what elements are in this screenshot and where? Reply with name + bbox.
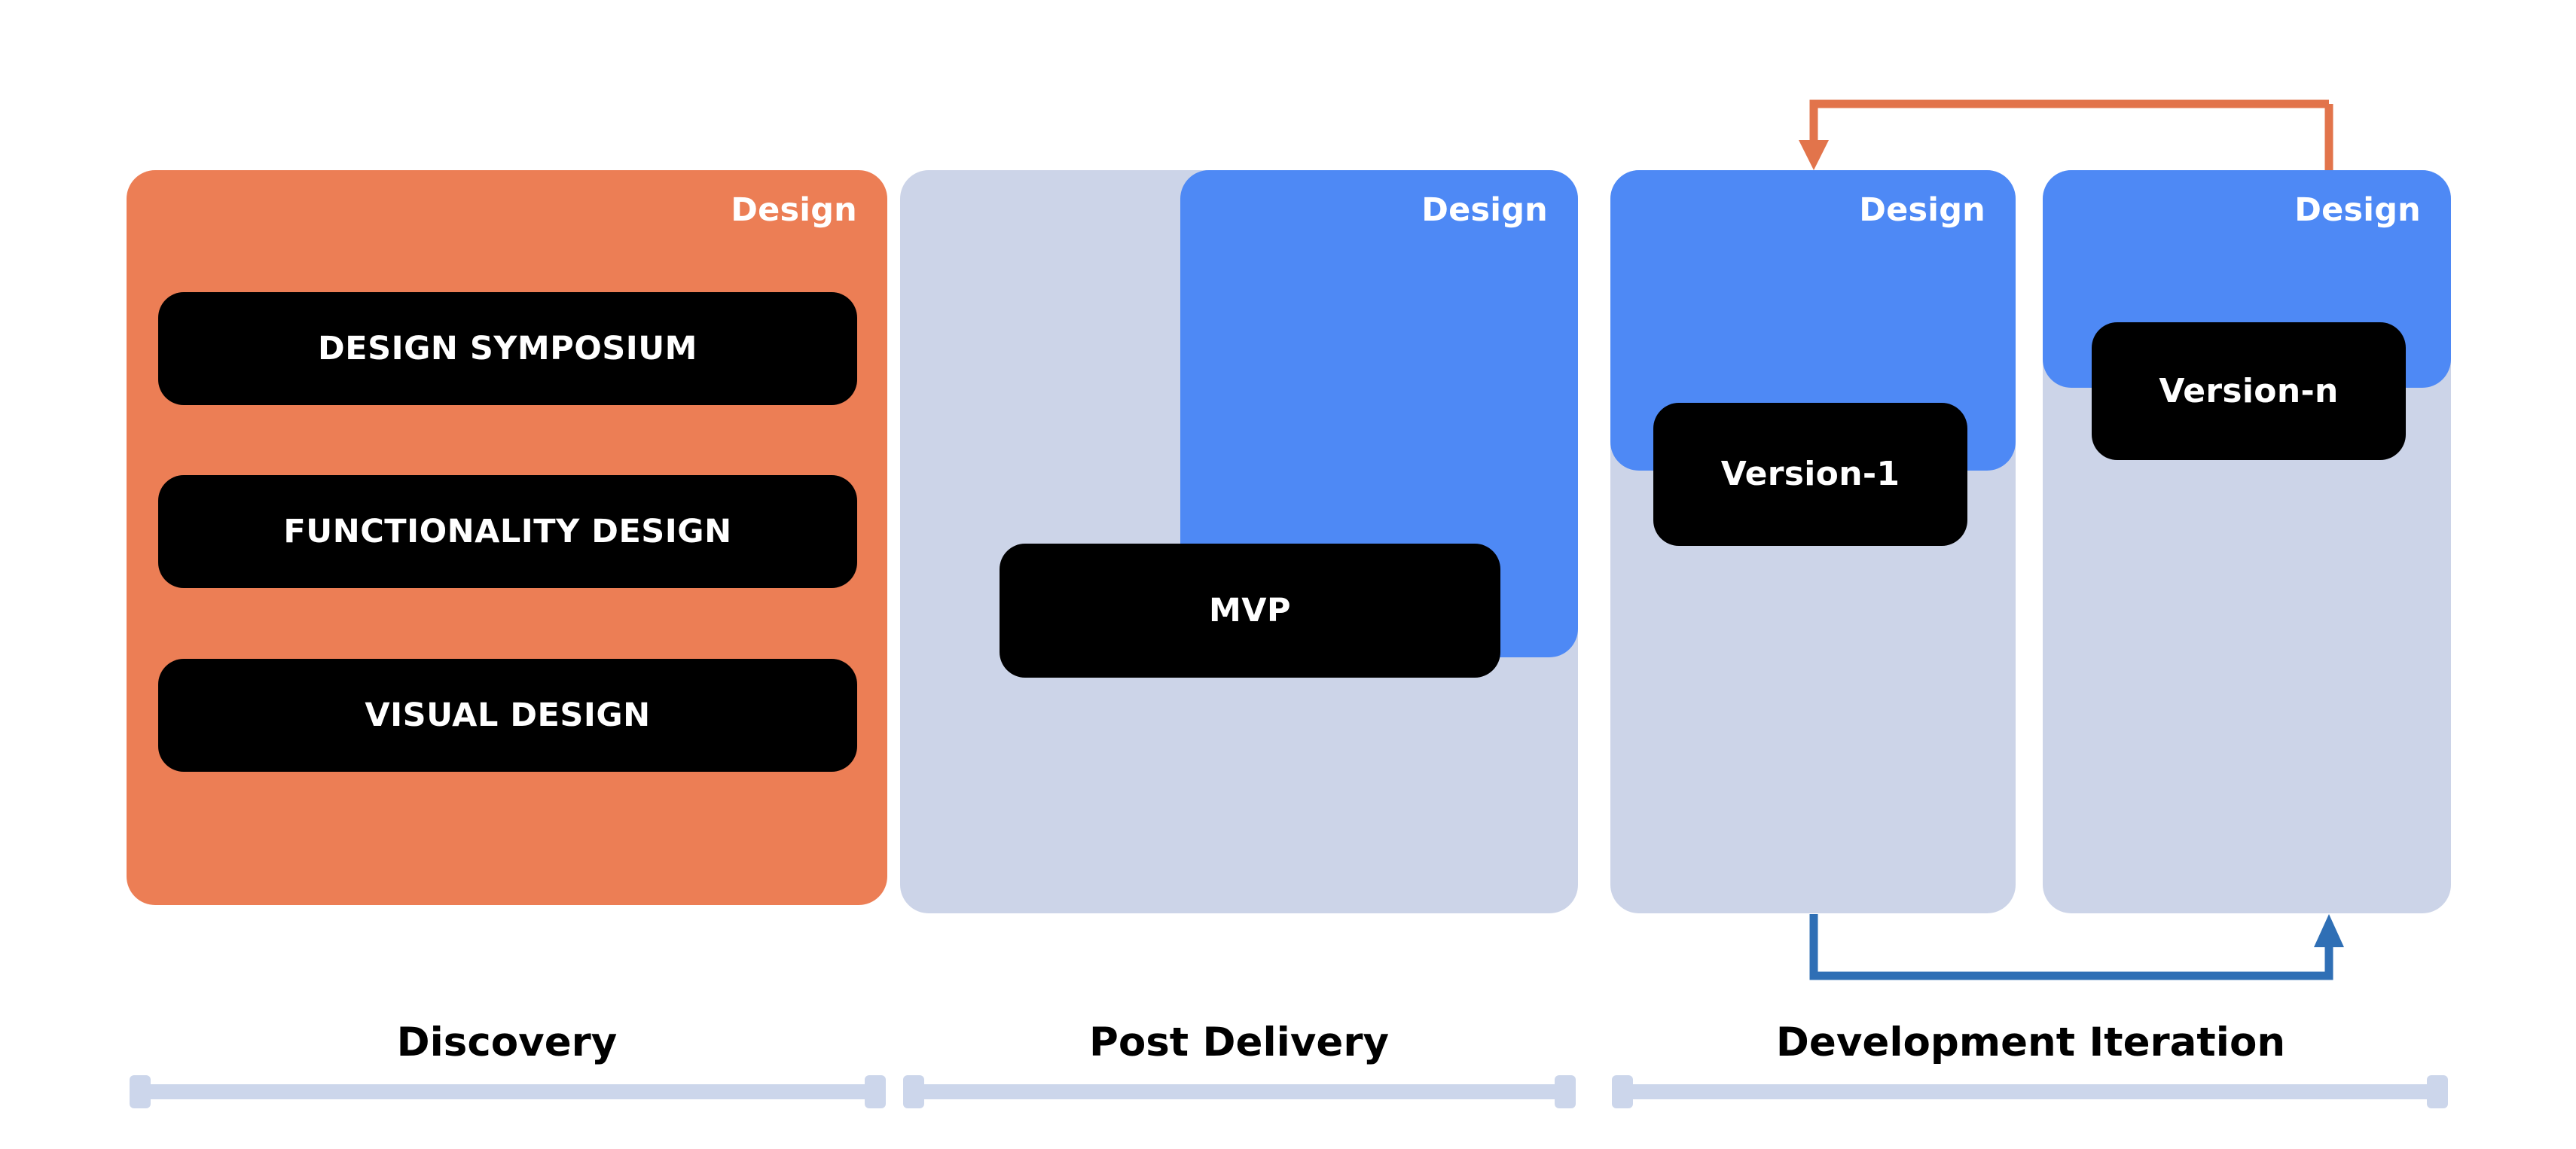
rail-discovery-cap-start[interactable] xyxy=(130,1075,151,1108)
rail-discovery[interactable] xyxy=(133,1084,886,1099)
chip-version-n-label: Version-n xyxy=(2159,371,2339,410)
chip-mvp[interactable]: MVP xyxy=(1000,544,1500,678)
section-label-post-delivery: Post Delivery xyxy=(1088,1019,1390,1065)
panel-discovery-header-label: Design xyxy=(731,191,857,229)
rail-post-delivery-cap-start[interactable] xyxy=(903,1075,924,1108)
chip-visual-design-label: VISUAL DESIGN xyxy=(365,696,651,734)
chip-version-n[interactable]: Version-n xyxy=(2092,322,2406,460)
rail-development-iteration-cap-end[interactable] xyxy=(2427,1075,2448,1108)
rail-post-delivery-cap-end[interactable] xyxy=(1555,1075,1576,1108)
rail-post-delivery[interactable] xyxy=(908,1084,1574,1099)
rail-development-iteration-cap-start[interactable] xyxy=(1612,1075,1633,1108)
rail-development-iteration[interactable] xyxy=(1616,1084,2445,1099)
chip-design-symposium-label: DESIGN SYMPOSIUM xyxy=(318,329,697,367)
chip-functionality-design[interactable]: FUNCTIONALITY DESIGN xyxy=(158,475,857,588)
chip-version-1[interactable]: Version-1 xyxy=(1653,403,1967,546)
iteration-loop-bottom-arrow xyxy=(1809,914,2344,980)
panel-post-delivery-header-label: Design xyxy=(1421,191,1548,229)
chip-version-1-label: Version-1 xyxy=(1720,455,1900,493)
chip-visual-design[interactable]: VISUAL DESIGN xyxy=(158,659,857,772)
chip-mvp-label: MVP xyxy=(1208,591,1292,629)
section-label-discovery: Discovery xyxy=(396,1019,618,1065)
chip-design-symposium[interactable]: DESIGN SYMPOSIUM xyxy=(158,292,857,405)
rail-discovery-cap-end[interactable] xyxy=(865,1075,886,1108)
panel-version-n-header-label: Design xyxy=(2294,191,2421,229)
panel-version-1-header-label: Design xyxy=(1859,191,1985,229)
section-label-development-iteration: Development Iteration xyxy=(1775,1019,2286,1065)
chip-functionality-design-label: FUNCTIONALITY DESIGN xyxy=(283,512,732,550)
